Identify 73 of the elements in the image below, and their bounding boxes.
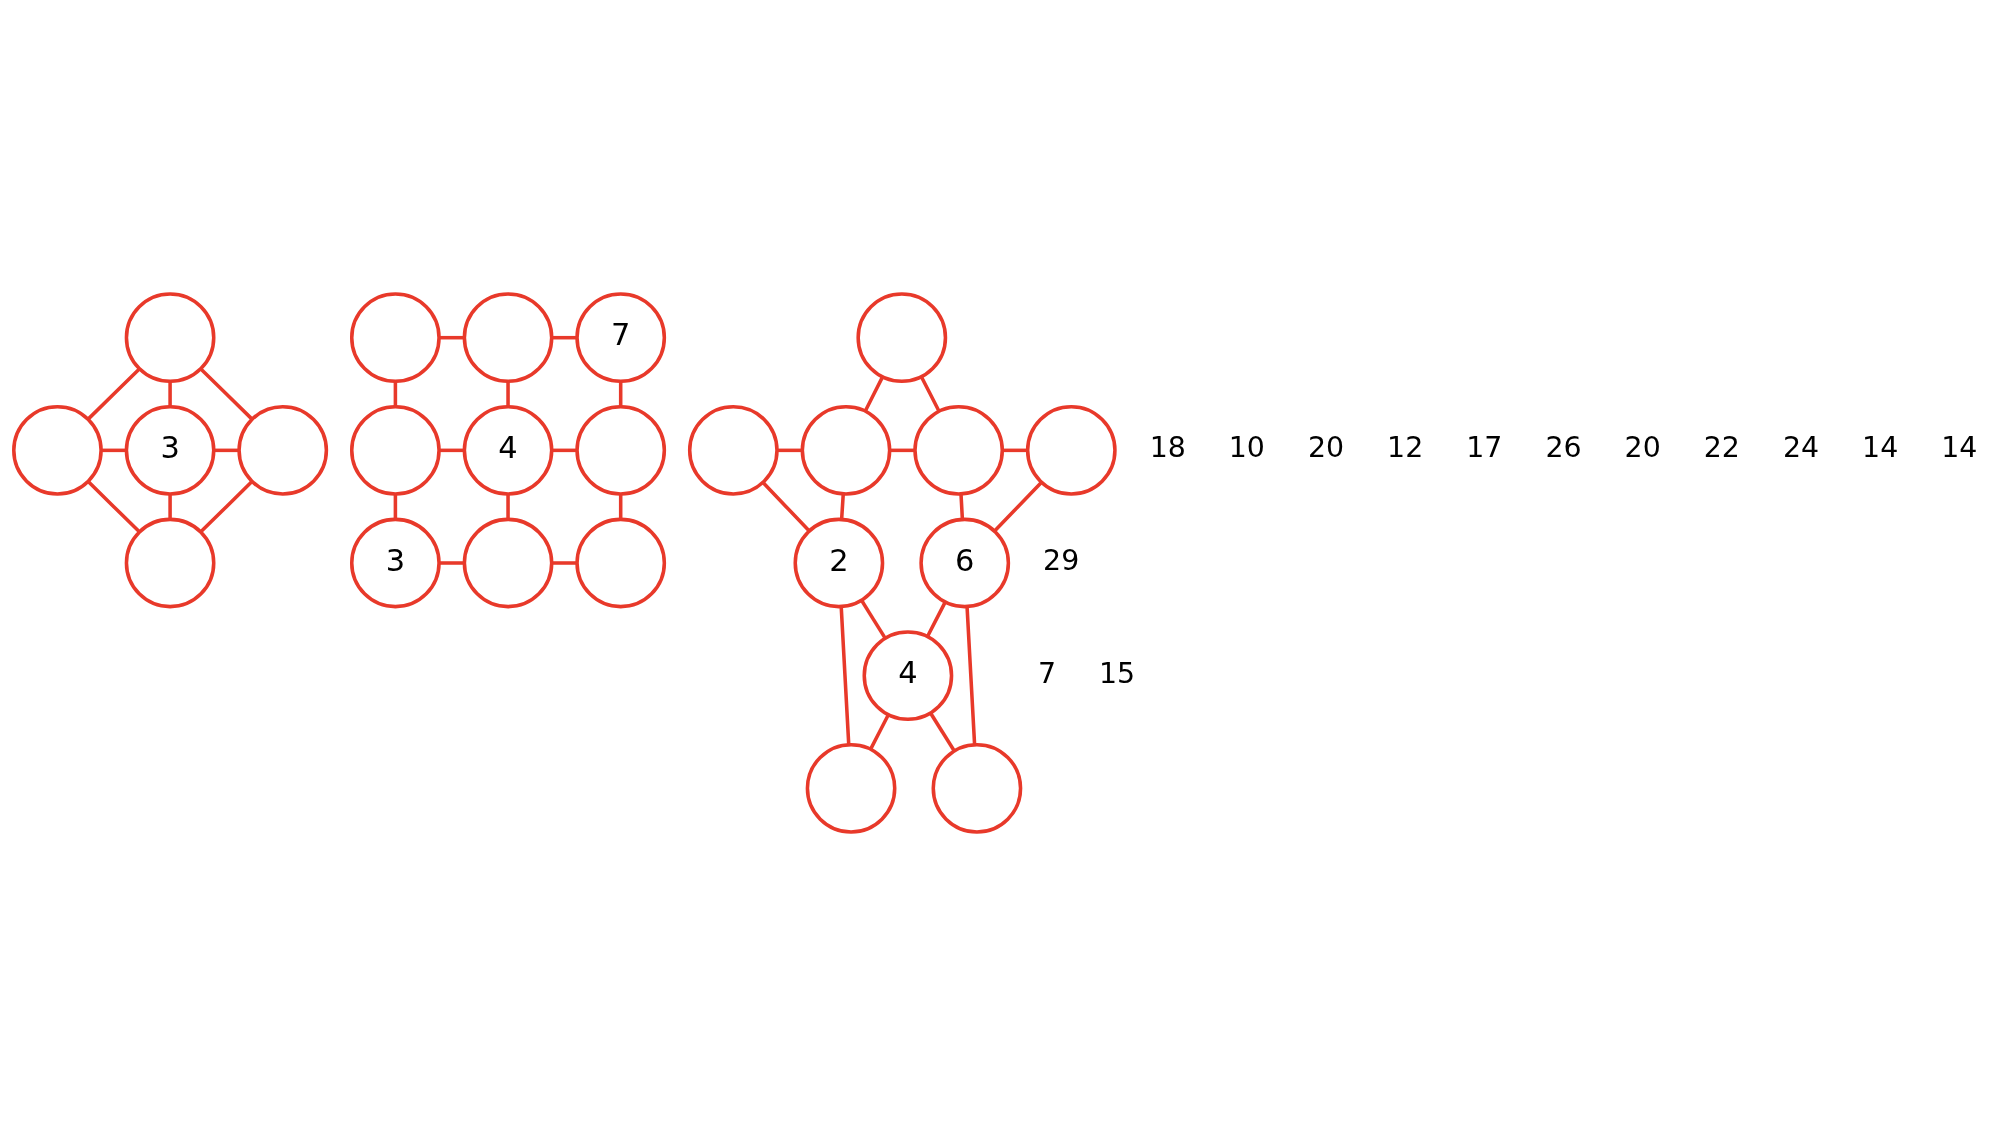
label: 14 — [1941, 431, 1978, 465]
connector — [1002, 448, 1028, 453]
connector — [199, 367, 254, 421]
node-circle: 3 — [124, 404, 216, 496]
connector — [214, 448, 240, 453]
label: 29 — [1043, 544, 1080, 577]
connector — [839, 606, 851, 745]
connector — [552, 561, 577, 565]
connector — [618, 381, 623, 407]
node-circle — [1025, 404, 1117, 496]
node-circle — [12, 404, 103, 496]
node-circle — [931, 742, 1023, 834]
connector — [101, 448, 127, 453]
label: 7 — [1037, 656, 1056, 690]
label: 14 — [1862, 431, 1899, 465]
connector — [777, 448, 803, 453]
node-circle — [800, 404, 892, 496]
label: 15 — [1098, 656, 1136, 690]
connector — [552, 335, 577, 340]
node-circle — [856, 292, 948, 384]
label: 20 — [1624, 431, 1661, 465]
connector — [439, 448, 465, 453]
connector — [863, 376, 885, 412]
node-circle: 2 — [793, 517, 885, 609]
node-circle: 4 — [462, 404, 554, 496]
label: 24 — [1782, 431, 1820, 465]
connector — [965, 606, 977, 745]
connector — [86, 480, 141, 534]
node-circle: 7 — [575, 292, 667, 384]
connector — [839, 494, 845, 520]
connector — [393, 494, 398, 520]
node-circle — [687, 404, 779, 496]
connector — [439, 561, 465, 565]
connector — [860, 599, 887, 640]
label: 26 — [1545, 431, 1582, 465]
node-circle — [462, 292, 554, 384]
connector — [618, 494, 623, 520]
connector — [890, 448, 915, 453]
connector — [959, 494, 965, 520]
connector — [929, 712, 956, 752]
node-circle — [349, 404, 441, 496]
node-circle — [805, 742, 897, 834]
node-circle — [237, 404, 329, 496]
label: 12 — [1387, 431, 1424, 465]
node-circle — [462, 517, 554, 609]
node-circle — [124, 292, 216, 384]
node-circle — [913, 404, 1005, 496]
connector — [993, 481, 1043, 532]
node-circle — [124, 517, 216, 609]
connector — [919, 375, 941, 412]
connector — [168, 381, 172, 407]
node-circle: 6 — [919, 517, 1011, 609]
node-circle: 4 — [862, 630, 954, 722]
label: 17 — [1466, 431, 1503, 465]
connector — [199, 480, 254, 534]
node-circle: 3 — [349, 517, 441, 609]
node-circle — [575, 517, 667, 609]
label: 18 — [1149, 431, 1186, 465]
label: 20 — [1307, 431, 1345, 465]
label: 22 — [1703, 431, 1740, 465]
connector — [506, 494, 510, 520]
connector — [439, 335, 465, 340]
label: 10 — [1228, 431, 1265, 465]
connector — [168, 494, 172, 520]
connector — [86, 367, 141, 421]
connector — [506, 381, 510, 407]
connector — [761, 481, 811, 532]
connector — [393, 381, 398, 407]
node-circle — [349, 292, 441, 384]
node-circle — [575, 404, 667, 496]
connector — [925, 601, 947, 638]
connector — [869, 713, 890, 750]
connector — [552, 448, 577, 453]
